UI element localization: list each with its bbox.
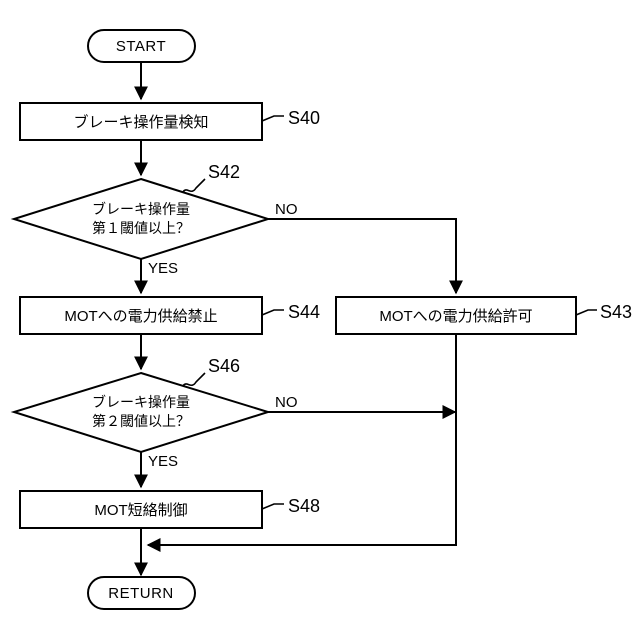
node-s44: MOTへの電力供給禁止 S44: [19, 296, 320, 335]
s46-yes-label: YES: [148, 453, 178, 470]
s40-leader-line: [261, 115, 284, 122]
s42-label-line1: ブレーキ操作量: [92, 201, 190, 217]
node-start: START: [87, 29, 196, 63]
s44-box-shape: [19, 296, 263, 335]
s46-leader-line: [182, 372, 206, 387]
s42-diamond-shape: [10, 177, 272, 261]
s44-leader-line: [261, 309, 284, 316]
s42-no-label: NO: [275, 201, 298, 218]
return-terminal-shape: [87, 576, 196, 610]
node-s43: MOTへの電力供給許可 S43: [335, 296, 632, 335]
connector-s42-no-to-s43: [268, 218, 463, 295]
node-s42: ブレーキ操作量 第１閾値以上？ S42: [10, 162, 272, 261]
start-terminal-label: START: [116, 38, 166, 55]
s46-label-line2: 第２閾値以上？: [92, 413, 190, 429]
node-return: RETURN: [87, 576, 196, 610]
connector-s43-to-return-merge: [146, 334, 457, 552]
s40-step-label: S40: [288, 108, 320, 128]
node-s40: ブレーキ操作量検知 S40: [19, 102, 320, 141]
s48-box-shape: [19, 490, 263, 529]
s43-leader-line: [575, 309, 597, 316]
s42-yes-label: YES: [148, 260, 178, 277]
s44-box-label: MOTへの電力供給禁止: [64, 308, 217, 325]
s43-step-label: S43: [600, 302, 632, 322]
s40-box-shape: [19, 102, 263, 141]
node-s48: MOT短絡制御 S48: [19, 490, 320, 529]
s46-no-label: NO: [275, 394, 298, 411]
s46-label-line1: ブレーキ操作量: [92, 394, 190, 410]
s42-leader-line: [182, 178, 206, 193]
s44-step-label: S44: [288, 302, 320, 322]
s48-box-label: MOT短絡制御: [94, 502, 187, 519]
node-s46: ブレーキ操作量 第２閾値以上？ S46: [10, 356, 272, 454]
s40-box-label: ブレーキ操作量検知: [73, 113, 208, 131]
s42-label-line2: 第１閾値以上？: [92, 220, 190, 236]
s48-leader-line: [261, 503, 284, 510]
s43-box-shape: [335, 296, 577, 335]
s43-box-label: MOTへの電力供給許可: [379, 308, 532, 325]
s42-step-label: S42: [208, 162, 240, 182]
s46-step-label: S46: [208, 356, 240, 376]
return-terminal-label: RETURN: [108, 585, 174, 602]
s48-step-label: S48: [288, 496, 320, 516]
